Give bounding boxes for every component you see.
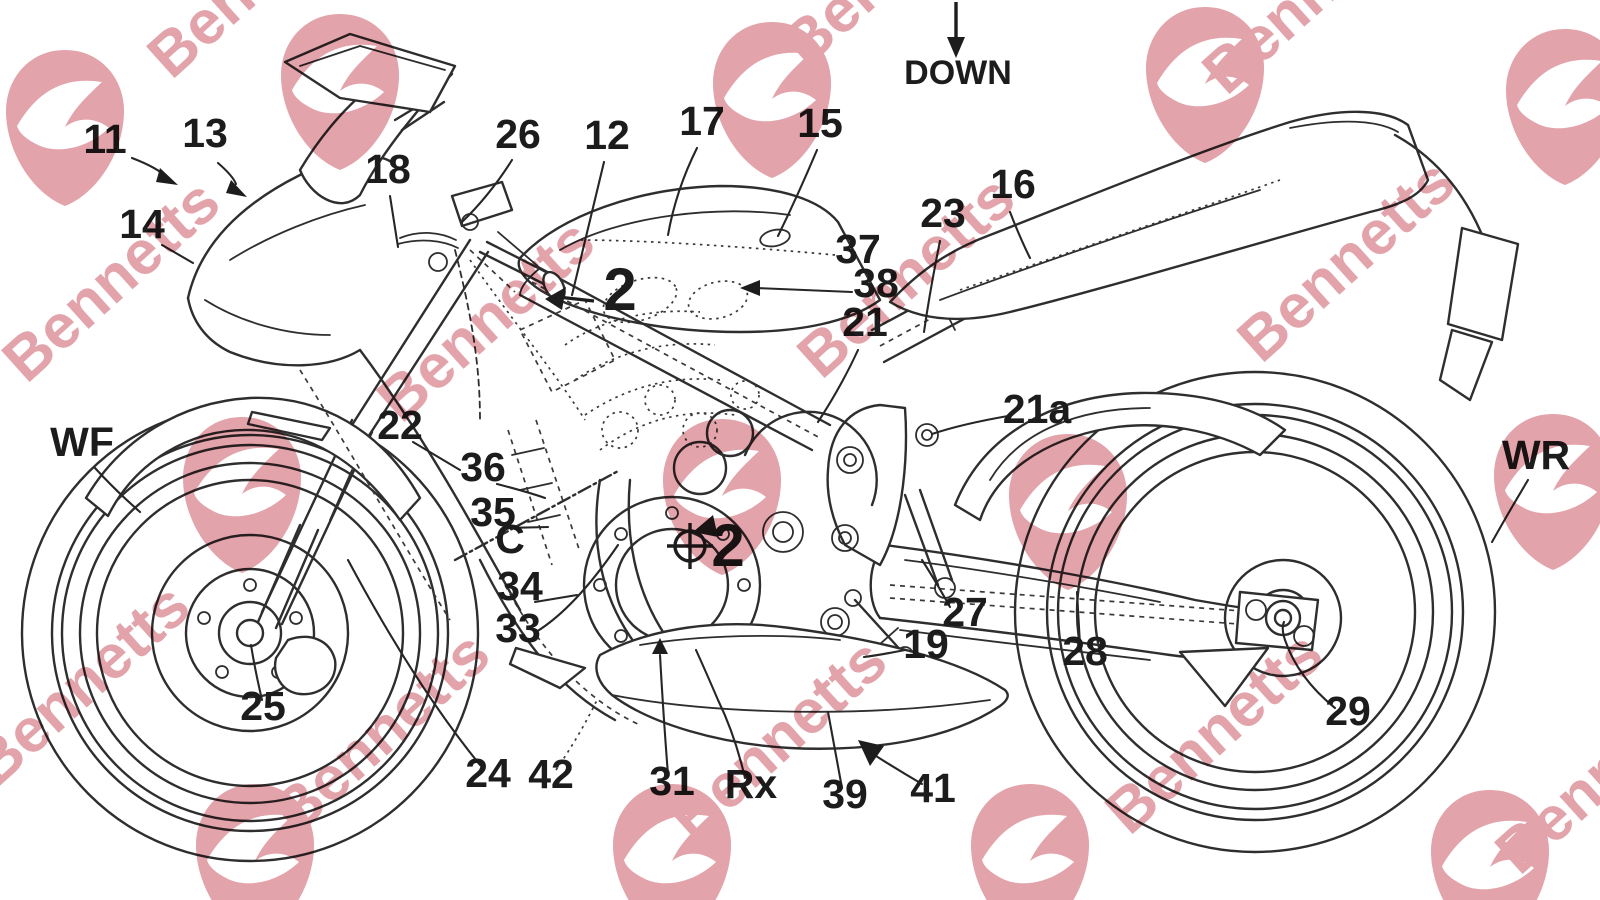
leader-31	[658, 653, 670, 777]
bennetts-swoosh-logo	[6, 50, 124, 206]
part-label-21: 21	[842, 299, 888, 345]
part-label-2-upper: 2	[603, 256, 636, 323]
leader-38	[754, 286, 854, 294]
leader-rx	[694, 648, 747, 780]
leader-21	[816, 348, 860, 424]
bennetts-swoosh-logo	[971, 784, 1089, 900]
part-label-13: 13	[182, 110, 228, 156]
leader-17	[666, 146, 699, 237]
part-label-WF: WF	[50, 419, 114, 465]
leader-29	[1281, 620, 1337, 710]
leader-wf	[93, 466, 142, 514]
leader-13-arrowhead	[226, 180, 247, 197]
rear-fender-plate-holder	[1393, 133, 1520, 402]
leader-37	[577, 239, 836, 256]
leader-28	[1075, 590, 1082, 647]
part-label-34: 34	[497, 563, 543, 609]
leader-42	[555, 699, 598, 771]
part-label-27: 27	[942, 589, 988, 635]
leader-lines	[93, 146, 1530, 790]
bennetts-swoosh-logo	[663, 419, 781, 575]
part-label-16: 16	[990, 161, 1036, 207]
part-label-19: 19	[903, 621, 949, 667]
part-label-28: 28	[1062, 628, 1108, 674]
part-label-35: 35	[470, 489, 516, 535]
leader-23	[922, 239, 942, 334]
chain-guard-fin	[1178, 646, 1270, 708]
part-label-Rx: Rx	[725, 761, 778, 807]
leader-21a	[930, 414, 1010, 436]
tail-seat-unit	[888, 110, 1430, 321]
part-label-18: 18	[365, 146, 411, 192]
part-label-33: 33	[495, 605, 541, 651]
part-label-down: DOWN	[904, 54, 1012, 92]
leader-36	[495, 482, 547, 500]
bennetts-swoosh-logo	[1506, 29, 1600, 185]
hugger-rib	[989, 407, 1151, 481]
axle-adjuster-plate	[1234, 590, 1320, 652]
leader-41-arrowhead	[858, 740, 884, 766]
leader-11-arrowhead	[156, 168, 178, 185]
leader-38-arrowhead	[740, 280, 760, 296]
bennetts-watermark-text: Bennetts	[1483, 658, 1600, 887]
part-label-C: C	[495, 516, 525, 562]
front-brake-caliper	[273, 635, 337, 696]
leader-25	[249, 643, 264, 702]
part-label-14: 14	[119, 201, 165, 247]
leader-27	[920, 558, 952, 609]
part-label-39: 39	[822, 771, 868, 817]
part-label-41: 41	[910, 765, 956, 811]
part-label-36: 36	[460, 444, 506, 490]
frame-pivot-plate	[762, 403, 939, 668]
bennetts-watermark-text: Bennetts	[365, 206, 608, 435]
part-label-26: 26	[495, 111, 541, 157]
leader-12	[570, 160, 606, 297]
part-label-12: 12	[584, 112, 630, 158]
leader-33	[534, 543, 620, 634]
view-2-arrow-upper	[545, 287, 566, 310]
part-label-37: 37	[835, 226, 881, 272]
part-label-29: 29	[1325, 688, 1371, 734]
leader-24	[346, 558, 482, 767]
part-label-21a: 21a	[1003, 386, 1073, 432]
bennetts-watermark-text: Bennetts	[0, 166, 233, 395]
swingarm	[869, 543, 1320, 708]
part-label-38: 38	[853, 260, 899, 306]
leader-22	[411, 440, 462, 472]
leader-31-arrowhead	[652, 638, 668, 654]
leader-18	[388, 194, 400, 249]
bennetts-swoosh-logo	[1494, 414, 1600, 570]
leader-34	[533, 593, 579, 604]
part-label-25: 25	[240, 683, 286, 729]
part-label-42: 42	[528, 751, 574, 797]
leader-35	[505, 525, 550, 530]
leader-41	[874, 754, 924, 786]
leader-16	[1008, 210, 1032, 260]
leader-26	[460, 158, 514, 224]
leader-15	[776, 148, 819, 238]
leader-13	[216, 161, 238, 186]
leader-19	[862, 648, 907, 659]
main-frame	[469, 231, 832, 452]
leader-14	[160, 243, 195, 265]
fork-slider-lower2	[274, 528, 320, 630]
part-label-24: 24	[465, 750, 511, 796]
leader-39	[826, 710, 844, 790]
down-arrowhead	[947, 37, 965, 58]
part-label-23: 23	[920, 190, 966, 236]
part-label-22: 22	[377, 402, 423, 448]
fork-slider-lower	[256, 523, 302, 624]
